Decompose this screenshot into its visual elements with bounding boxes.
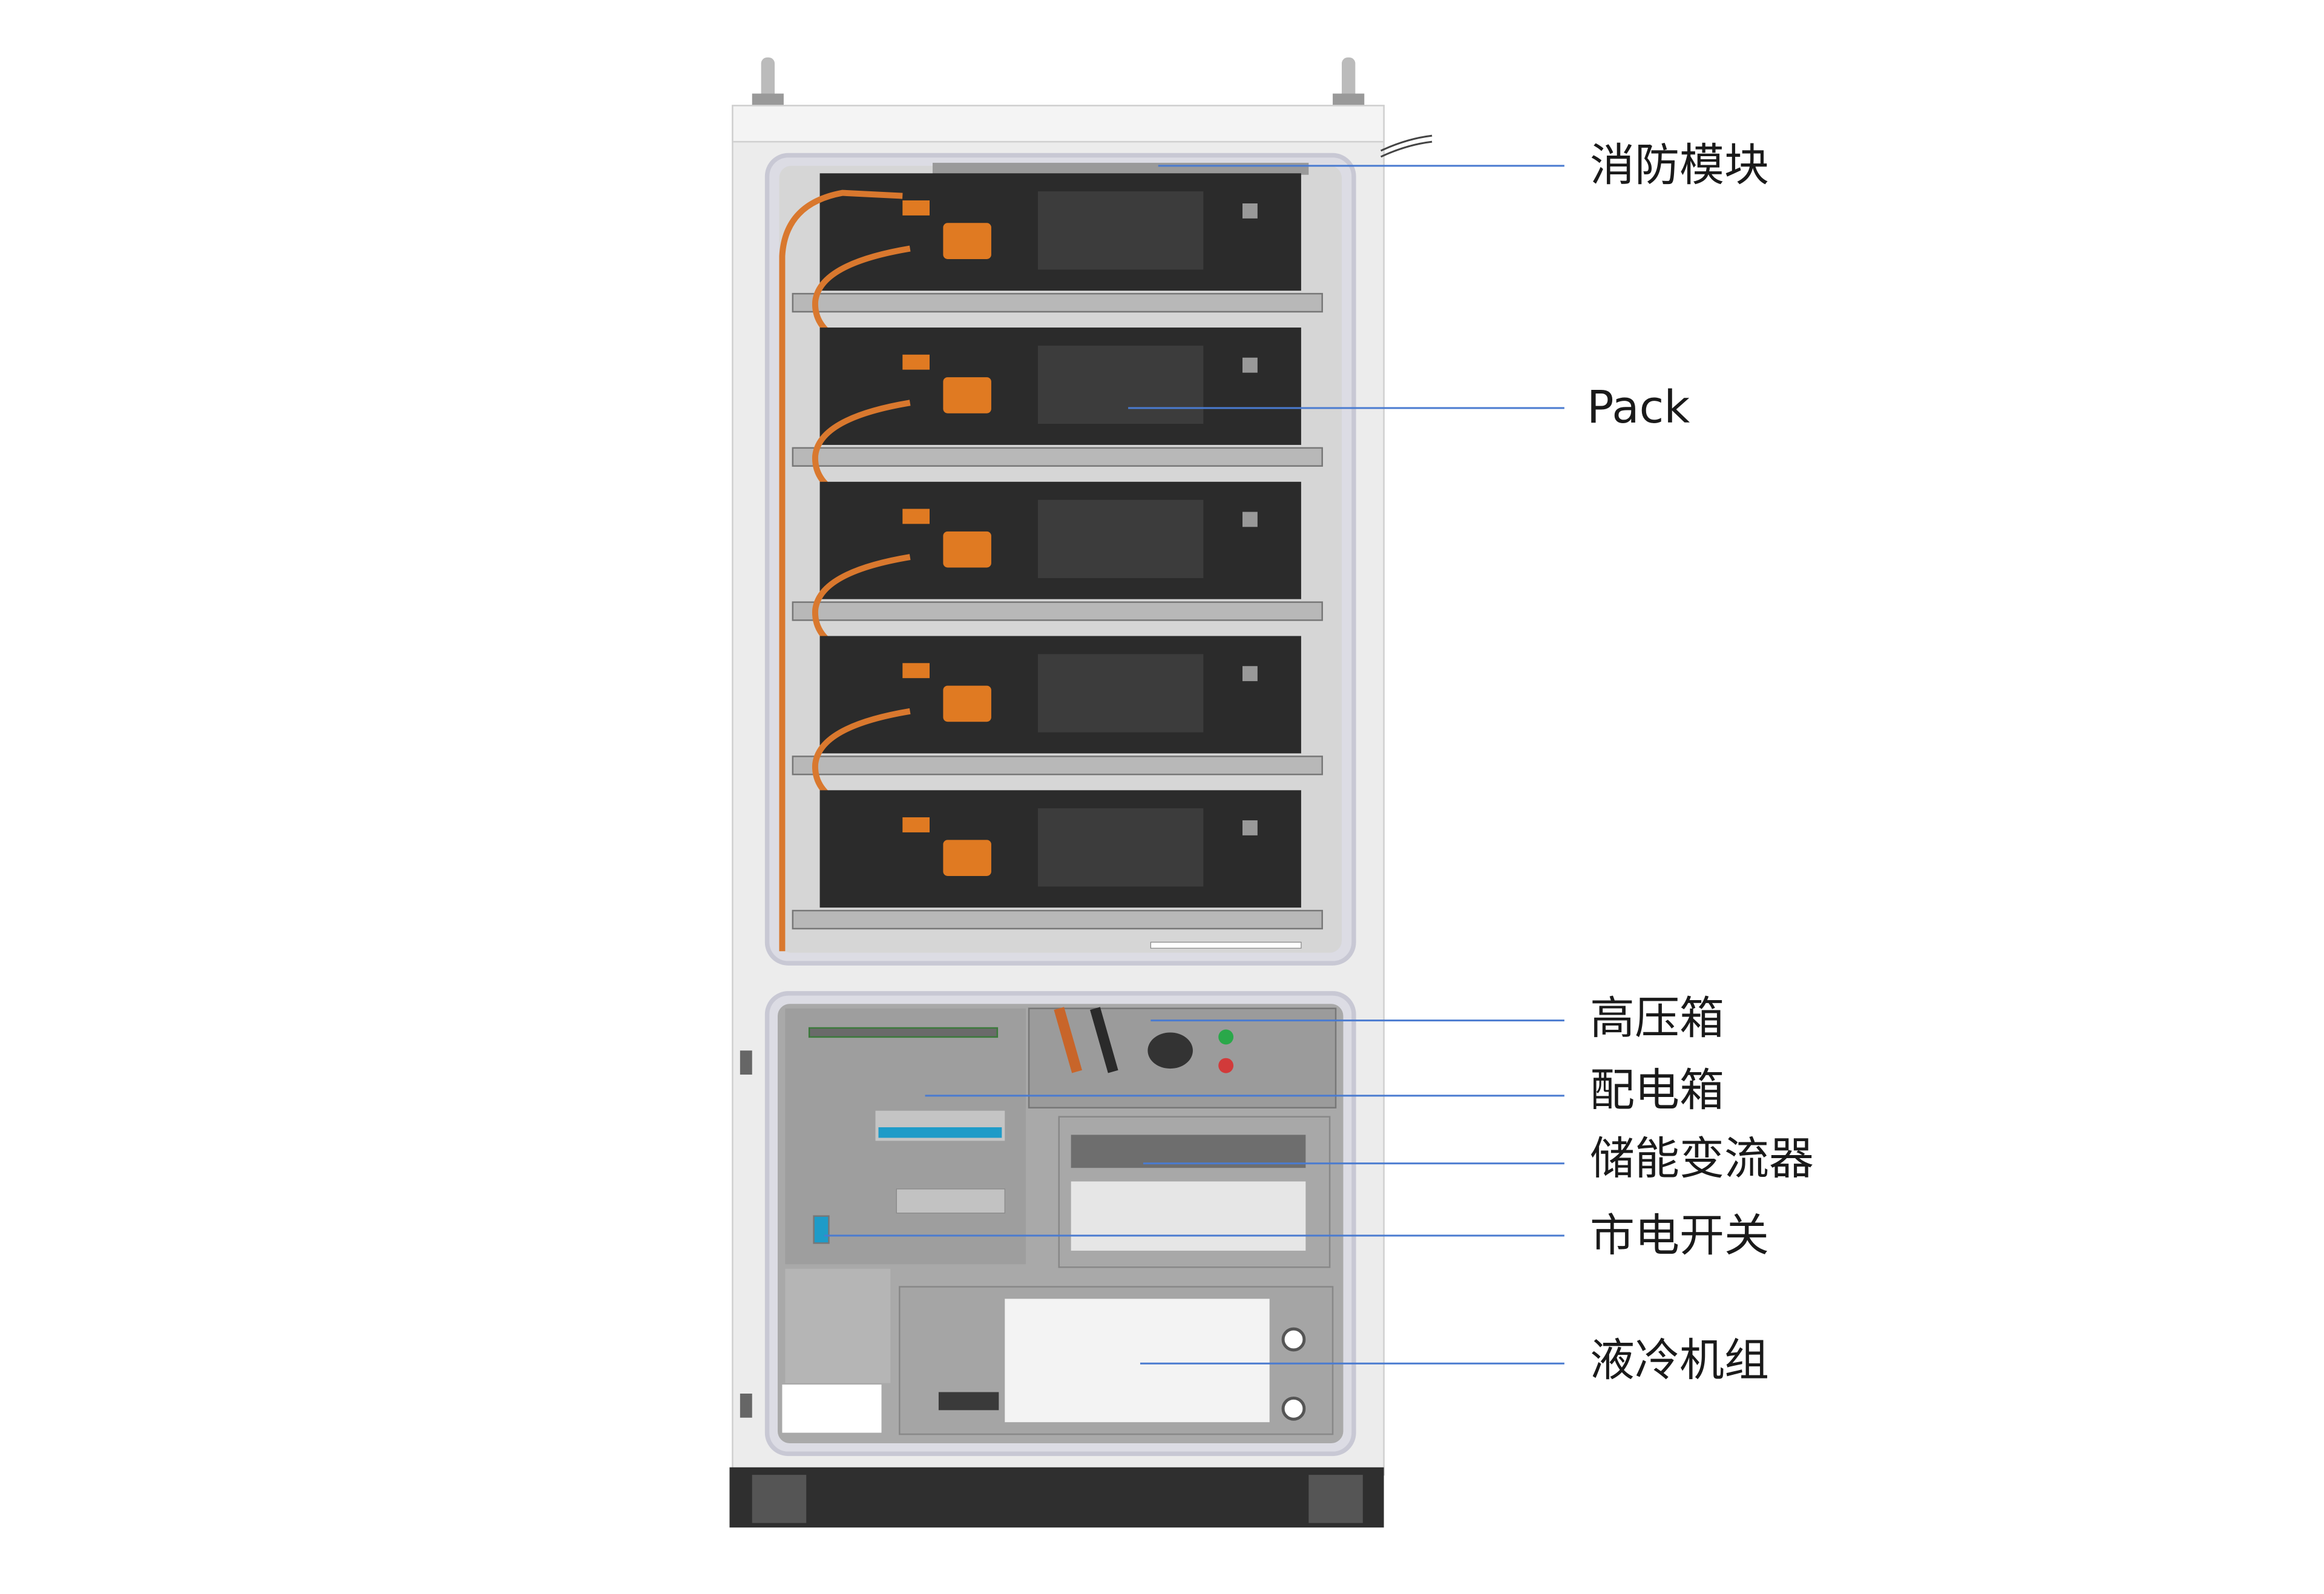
fire-module bbox=[932, 162, 1309, 175]
label-pack: Pack bbox=[1587, 381, 1690, 433]
battery-pack bbox=[792, 481, 1323, 668]
pack-terminal-icon bbox=[1242, 512, 1258, 527]
lifting-eye-left bbox=[752, 57, 784, 106]
white-panel bbox=[782, 1385, 882, 1433]
hv-cable-black bbox=[1090, 1007, 1118, 1073]
cooling-grille bbox=[1005, 1299, 1270, 1423]
pack-terminal-icon bbox=[1242, 820, 1258, 835]
pcs-vent-upper bbox=[1071, 1135, 1306, 1168]
pack-connector-icon bbox=[943, 377, 991, 413]
lifting-eye-right bbox=[1333, 57, 1365, 106]
battery-pack bbox=[792, 328, 1323, 515]
pack-terminal-icon bbox=[1242, 666, 1258, 682]
leader-lines bbox=[824, 165, 1564, 1365]
hinge bbox=[740, 1393, 752, 1418]
pack-plug-icon bbox=[902, 509, 930, 524]
pack-terminal-icon bbox=[1242, 357, 1258, 373]
pack-rail bbox=[792, 447, 1323, 467]
pack-display-panel bbox=[1037, 499, 1204, 578]
red-indicator-icon bbox=[1218, 1058, 1234, 1073]
rotary-switch-icon bbox=[1147, 1032, 1193, 1069]
main-cable bbox=[779, 189, 903, 952]
battery-pack bbox=[792, 636, 1323, 823]
breaker-handles bbox=[878, 1127, 1002, 1138]
cabinet-top bbox=[732, 105, 1385, 143]
pack-connector-icon bbox=[943, 531, 991, 568]
pack-plug-icon bbox=[902, 200, 930, 216]
pack-connector-icon bbox=[943, 840, 991, 876]
label-pcs: 储能变流器 bbox=[1590, 1133, 1814, 1185]
pack-rail bbox=[792, 601, 1323, 621]
hv-cable-orange bbox=[1054, 1007, 1082, 1073]
pack-plug-icon bbox=[902, 817, 930, 832]
pack-terminal-icon bbox=[1242, 203, 1258, 219]
relay-block bbox=[896, 1188, 1005, 1214]
pack-display-panel bbox=[1037, 191, 1204, 270]
cooling-connectors bbox=[938, 1392, 999, 1411]
base-foot-left bbox=[752, 1475, 807, 1523]
pack-display-panel bbox=[1037, 654, 1204, 733]
bottom-rail bbox=[1150, 941, 1302, 949]
pack-connector-icon bbox=[943, 223, 991, 259]
label-hv-box: 高压箱 bbox=[1590, 992, 1724, 1044]
base-foot-right bbox=[1308, 1475, 1363, 1523]
pack-plug-icon bbox=[902, 354, 930, 370]
hinge bbox=[740, 1050, 752, 1075]
label-distribution-box: 配电箱 bbox=[1590, 1064, 1724, 1116]
pack-stack bbox=[792, 173, 1323, 930]
top-wires bbox=[1380, 134, 1433, 158]
green-indicator-icon bbox=[1218, 1029, 1234, 1045]
grid-switch bbox=[813, 1215, 830, 1244]
pack-plug-icon bbox=[902, 663, 930, 679]
label-fire-module: 消防模块 bbox=[1590, 139, 1769, 191]
pack-display-panel bbox=[1037, 345, 1204, 424]
pack-connector-icon bbox=[943, 685, 991, 722]
pcs-vent-lower bbox=[1071, 1181, 1306, 1251]
label-grid-switch: 市电开关 bbox=[1590, 1210, 1769, 1262]
battery-pack bbox=[792, 790, 1323, 930]
terminal-strip bbox=[808, 1027, 999, 1038]
pack-rail bbox=[792, 292, 1323, 313]
side-cover bbox=[785, 1268, 891, 1383]
coolant-port-icon bbox=[1281, 1327, 1306, 1352]
pack-rail bbox=[792, 756, 1323, 776]
pack-rail bbox=[792, 909, 1323, 930]
label-liquid-cooling: 液冷机组 bbox=[1590, 1334, 1769, 1386]
cabinet-base bbox=[729, 1467, 1384, 1528]
pack-display-panel bbox=[1037, 808, 1204, 887]
coolant-port-icon bbox=[1281, 1396, 1306, 1421]
